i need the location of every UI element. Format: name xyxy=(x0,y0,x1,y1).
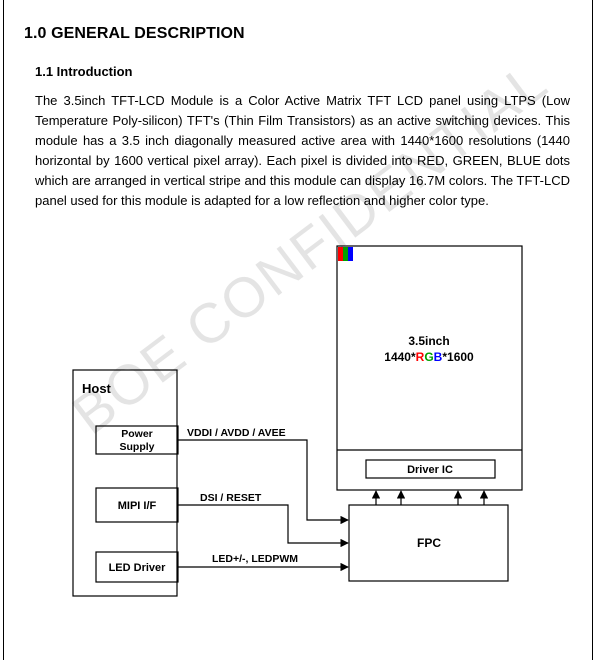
mipi-label: MIPI I/F xyxy=(118,500,157,512)
fpc-box xyxy=(348,504,509,582)
pixel-green-dot xyxy=(343,247,348,261)
power-signal-label: VDDI / AVDD / AVEE xyxy=(187,427,286,439)
power-connection xyxy=(178,439,349,525)
panel-size-label: 3.5inch xyxy=(408,334,449,348)
page-border-right xyxy=(592,0,593,660)
mipi-connection xyxy=(178,504,349,548)
led-signal-label: LED+/-, LEDPWM xyxy=(212,553,298,565)
res-b: B xyxy=(434,350,443,364)
host-box xyxy=(72,369,178,597)
power-supply-label-line2: Supply xyxy=(119,441,154,453)
subsection-heading: 1.1 Introduction xyxy=(35,64,133,79)
fpc-label: FPC xyxy=(417,536,441,550)
pixel-blue-dot xyxy=(348,247,353,261)
host-title: Host xyxy=(82,381,112,396)
section-heading: 1.0 GENERAL DESCRIPTION xyxy=(24,25,245,42)
panel-resolution-label: 1440*RGB*1600 xyxy=(384,350,474,364)
res-g: G xyxy=(424,350,433,364)
mipi-signal-label: DSI / RESET xyxy=(200,492,262,504)
res-r: R xyxy=(416,350,425,364)
led-driver-label: LED Driver xyxy=(109,562,167,574)
panel-box xyxy=(336,245,523,491)
driver-ic-box xyxy=(365,459,496,479)
intro-paragraph: The 3.5inch TFT-LCD Module is a Color Ac… xyxy=(35,93,570,208)
power-supply-label-line1: Power xyxy=(121,428,153,440)
pixel-red-dot xyxy=(338,247,343,261)
driver-ic-label: Driver IC xyxy=(407,464,453,476)
page-border-left xyxy=(3,0,4,660)
